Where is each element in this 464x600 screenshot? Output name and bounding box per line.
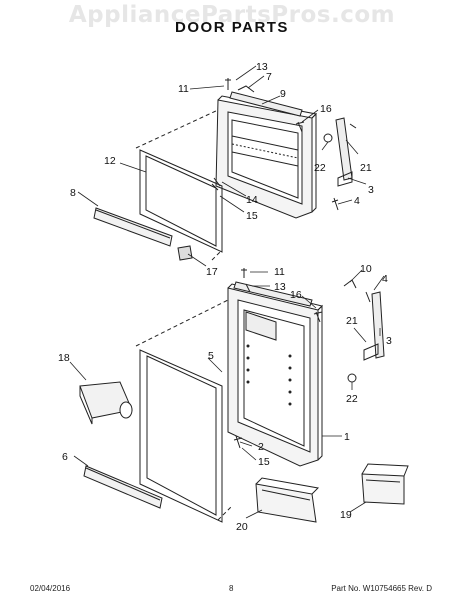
lower-screws: [233, 268, 323, 449]
callout-7: 7: [266, 71, 272, 83]
callout-8: 8: [70, 187, 76, 199]
callout-19: 19: [340, 509, 352, 521]
callout-15-lower: 15: [258, 456, 270, 468]
callout-16-lower: 16: [290, 289, 302, 301]
callout-labels: 13 7 11 9 16 22 21 3 4 12 14 15 8 17 10 …: [58, 61, 392, 533]
callout-21-lower: 21: [346, 315, 358, 327]
footer-date: 02/04/2016: [30, 584, 71, 593]
upper-hinge: [323, 117, 357, 211]
callout-1: 1: [344, 431, 350, 443]
callout-12: 12: [104, 155, 116, 167]
callout-3-lower: 3: [386, 335, 392, 347]
callout-18: 18: [58, 352, 70, 364]
door-bin-left: [255, 477, 320, 523]
callout-11-lower: 11: [274, 266, 285, 278]
page-title: DOOR PARTS: [175, 19, 289, 36]
callout-22-upper: 22: [314, 162, 326, 174]
refrigerator-gasket: [139, 349, 223, 523]
callout-17: 17: [206, 266, 218, 278]
callout-10: 10: [360, 263, 372, 275]
door-stop-part: [177, 245, 193, 261]
callout-15-upper: 15: [246, 210, 258, 222]
callout-22-lower: 22: [346, 393, 358, 405]
freezer-trim-bar: [93, 207, 173, 247]
door-bin-right: [361, 463, 409, 505]
callout-14: 14: [246, 194, 258, 206]
watermark: AppliancePartsPros.com: [68, 2, 396, 28]
callout-20: 20: [236, 521, 248, 533]
callout-4-upper: 4: [354, 195, 360, 207]
footer-page-number: 8: [229, 584, 234, 593]
refrigerator-door-assembly: [227, 281, 323, 467]
callout-4-lower: 4: [382, 273, 388, 285]
callout-13-lower: 13: [274, 281, 286, 293]
callout-9: 9: [280, 88, 286, 100]
upper-screws: [211, 78, 305, 191]
callout-3-upper: 3: [368, 184, 374, 196]
callout-11-upper: 11: [178, 83, 189, 95]
freezer-door-assembly: [215, 91, 318, 219]
lower-hinge: [343, 279, 385, 383]
dairy-door-part: [79, 381, 133, 425]
leader-lines: [69, 65, 385, 519]
callout-13-upper: 13: [256, 61, 268, 73]
callout-2: 2: [258, 441, 264, 453]
callout-21-upper: 21: [360, 162, 372, 174]
callout-6: 6: [62, 451, 68, 463]
freezer-gasket: [139, 149, 223, 253]
refrigerator-trim-bar: [83, 465, 163, 509]
callout-5: 5: [208, 350, 214, 362]
footer-part-number: Part No. W10754665 Rev. D: [331, 584, 432, 593]
callout-16-upper: 16: [320, 103, 332, 115]
